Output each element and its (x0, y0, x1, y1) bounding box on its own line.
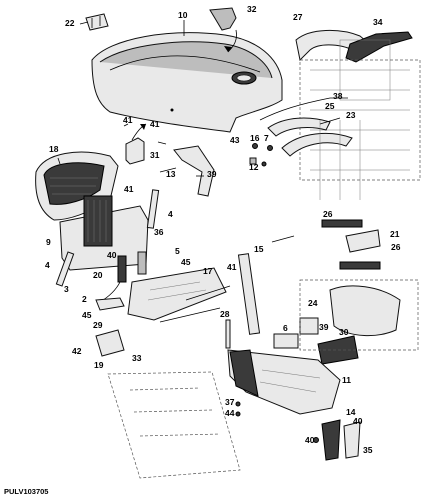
callout-label: 21 (390, 229, 400, 239)
callout-label: 4 (45, 260, 50, 270)
callout-label: 3 (64, 284, 69, 294)
callout-label: 12 (249, 162, 259, 172)
callout-label: 39 (319, 322, 329, 332)
grille-bracket-part (59, 195, 149, 271)
callout-label: 11 (342, 375, 351, 385)
callout-labels: 22 10 32 27 34 41 38 41 25 23 7 16 43 12… (45, 4, 401, 455)
step-part (313, 419, 361, 461)
callout-label: 41 (123, 115, 133, 125)
callout-label: 28 (220, 309, 230, 319)
callout-label: 18 (49, 144, 59, 154)
footrest-platform-part (127, 267, 231, 323)
callout-label: 40 (107, 250, 117, 260)
callout-label: 4 (168, 209, 173, 219)
callout-label: 15 (254, 244, 264, 254)
plate-part (299, 317, 319, 335)
callout-label: 36 (154, 227, 164, 237)
callout-label: 17 (203, 266, 213, 276)
callout-label: 22 (65, 18, 75, 28)
callout-label: 31 (150, 150, 160, 160)
callout-label: 27 (293, 12, 303, 22)
callout-label: 6 (283, 323, 288, 333)
step-mat-part (321, 219, 363, 228)
callout-label: 30 (339, 327, 349, 337)
throttle-cable-part (259, 97, 331, 121)
pin-part (225, 319, 231, 349)
lower-side-panel-part (227, 349, 341, 415)
callout-label: 10 (178, 10, 188, 20)
pivot-bracket-part (173, 145, 215, 197)
callout-label: 40 (305, 435, 315, 445)
step-mat-part (339, 261, 381, 270)
callout-label: 45 (82, 310, 92, 320)
callout-label: 41 (124, 184, 134, 194)
callout-label: 34 (373, 17, 383, 27)
callout-label: 43 (230, 135, 240, 145)
pedal-linkage-part (95, 251, 147, 311)
bracket-part (95, 329, 125, 357)
callout-label: 14 (346, 407, 356, 417)
callout-label: 33 (132, 353, 142, 363)
callout-label: 37 (225, 397, 235, 407)
callout-label: 26 (391, 242, 401, 252)
plate-part (273, 333, 299, 349)
callout-label: 25 (325, 101, 335, 111)
callout-label: 23 (346, 110, 356, 120)
callout-label: 32 (247, 4, 257, 14)
hood-decal-part (209, 7, 237, 53)
callout-label: 13 (166, 169, 176, 179)
support-rod-part (55, 251, 75, 287)
callout-label: 9 (46, 237, 51, 247)
fastener-cluster (249, 143, 273, 167)
leader-lines (57, 20, 348, 243)
side-panel-part (295, 29, 413, 101)
callout-label: 35 (363, 445, 373, 455)
fender-part (267, 117, 361, 200)
callout-label: 5 (175, 246, 180, 256)
callout-label: 26 (323, 209, 333, 219)
callout-label: 41 (150, 119, 160, 129)
callout-label: 29 (93, 320, 103, 330)
latch-bracket-part (85, 13, 109, 31)
callout-label: 42 (72, 346, 82, 356)
support-rod-part (146, 189, 160, 229)
callout-label: 20 (93, 270, 103, 280)
callout-label: 2 (82, 294, 87, 304)
callout-label: 16 (250, 133, 260, 143)
callout-label: 7 (264, 133, 269, 143)
bracket-part (345, 229, 381, 253)
figure-id: PULV103705 (4, 487, 49, 496)
callout-label: 40 (353, 416, 363, 426)
callout-label: 45 (181, 257, 191, 267)
callout-label: 19 (94, 360, 104, 370)
callout-label: 39 (207, 169, 217, 179)
hood-part (91, 32, 283, 133)
rod-part (237, 253, 261, 335)
bracket-part (125, 137, 145, 165)
callout-label: 24 (308, 298, 318, 308)
callout-label: 41 (227, 262, 237, 272)
chassis-frame-ghost (107, 371, 241, 479)
callout-label: 38 (333, 91, 343, 101)
frame-ghost (299, 279, 419, 351)
callout-label: 44 (225, 408, 235, 418)
